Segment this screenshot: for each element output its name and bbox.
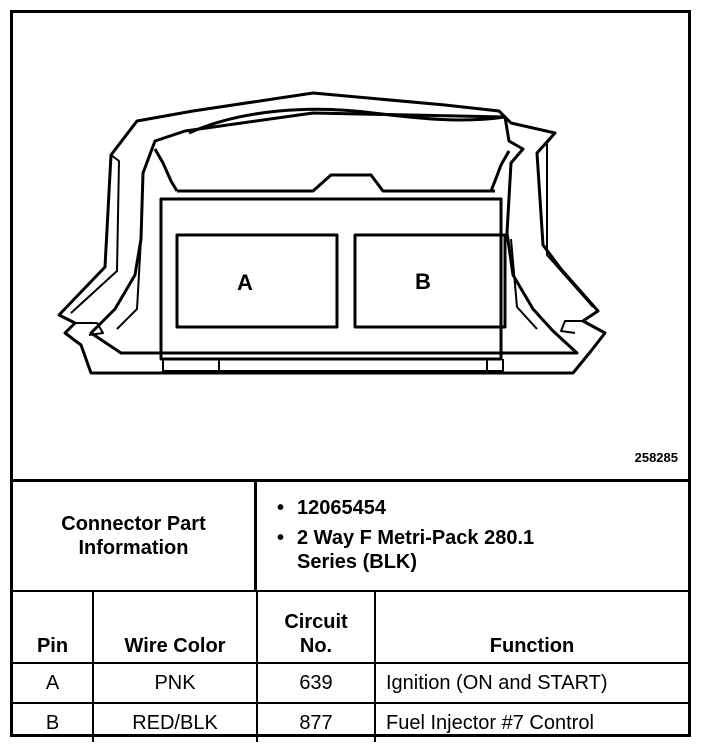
connector-part-info-label: Connector Part Information	[13, 482, 257, 590]
table-header-row: Pin Wire Color Circuit No. Function	[13, 590, 688, 664]
latch-right	[489, 150, 511, 192]
connector-part-details: 12065454 2 Way F Metri-Pack 280.1 Series…	[257, 482, 688, 590]
left-notch	[75, 322, 104, 336]
cavity-b	[353, 233, 507, 329]
connector-diagram: A B 258285	[13, 13, 688, 479]
cell-wire-color: PNK	[92, 662, 258, 704]
header-circuit: Circuit No.	[256, 590, 376, 664]
cell-function: Ignition (ON and START)	[374, 662, 688, 704]
table-row: A PNK 639 Ignition (ON and START)	[13, 662, 688, 704]
cell-circuit: 877	[256, 702, 376, 742]
cell-pin: A	[13, 662, 94, 704]
table-row: B RED/BLK 877 Fuel Injector #7 Control	[13, 702, 688, 742]
header-circuit-line1: Circuit	[284, 611, 348, 633]
right-wall-detail	[546, 132, 594, 308]
part-description-line1: 2 Way F Metri-Pack 280.1	[297, 527, 535, 549]
connector-label-line2: Information	[78, 537, 189, 559]
figure-number: 258285	[634, 450, 678, 465]
header-function: Function	[374, 590, 688, 664]
diagram-frame: A B 258285 Connector Part Information 12…	[10, 10, 691, 742]
cell-circuit: 639	[256, 662, 376, 704]
pin-b-label: B	[415, 269, 431, 294]
terminal-base	[162, 359, 504, 372]
left-wall-detail	[70, 154, 120, 314]
right-wedge	[510, 238, 538, 330]
header-wire-color: Wire Color	[92, 590, 258, 664]
connector-label-line1: Connector Part	[61, 513, 206, 535]
cell-function: Fuel Injector #7 Control	[374, 702, 688, 742]
connector-top-arch	[188, 107, 506, 135]
part-description-line2: Series (BLK)	[297, 551, 418, 573]
terminal-body	[159, 197, 503, 361]
connector-drawing	[57, 91, 607, 375]
cell-pin: B	[13, 702, 94, 742]
header-circuit-line2: No.	[299, 635, 333, 657]
connector-ridge	[177, 173, 495, 193]
header-pin: Pin	[13, 590, 94, 664]
latch-left	[153, 148, 179, 192]
left-wedge	[116, 238, 142, 330]
part-description: 2 Way F Metri-Pack 280.1 Series (BLK)	[277, 526, 688, 574]
cell-wire-color: RED/BLK	[92, 702, 258, 742]
right-notch	[560, 320, 583, 334]
cavity-a	[175, 233, 339, 329]
pin-table: Pin Wire Color Circuit No. Function A PN…	[13, 590, 688, 742]
connector-shell-outline	[57, 91, 607, 375]
connector-info-row: Connector Part Information 12065454 2 Wa…	[13, 479, 688, 590]
part-number: 12065454	[277, 496, 688, 520]
pin-a-label: A	[237, 270, 253, 295]
